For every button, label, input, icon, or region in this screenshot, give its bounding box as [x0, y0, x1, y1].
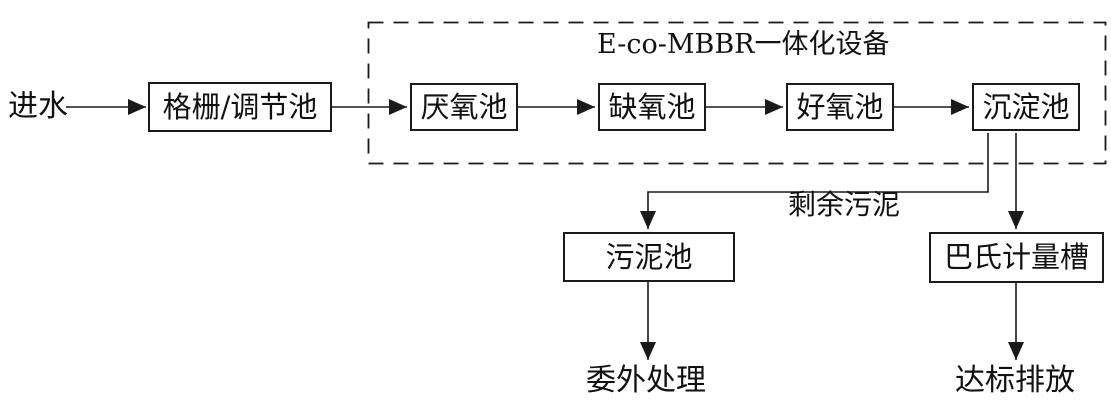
mbbr-group-dashed-border: [367, 21, 1107, 165]
node-sedimentation-tank: 沉淀池: [972, 83, 1080, 131]
arrow-sedimentation-to-sludge-tank: [640, 133, 989, 229]
excess-sludge-edge-label: 剩余污泥: [788, 188, 901, 221]
node-aerobic-tank: 好氧池: [786, 83, 894, 131]
mbbr-group-title: E-co-MBBR一体化设备: [597, 29, 890, 60]
node-parshall-flume: 巴氏计量槽: [929, 232, 1104, 283]
node-sludge-tank: 污泥池: [563, 232, 735, 282]
standard-discharge-label: 达标排放: [955, 363, 1075, 398]
inflow-label: 进水: [8, 89, 68, 124]
node-grid-regulation-tank: 格栅/调节池: [148, 82, 332, 132]
node-anaerobic-tank: 厌氧池: [410, 83, 518, 131]
outsourced-treatment-label: 委外处理: [586, 363, 706, 398]
node-anoxic-tank: 缺氧池: [598, 83, 706, 131]
